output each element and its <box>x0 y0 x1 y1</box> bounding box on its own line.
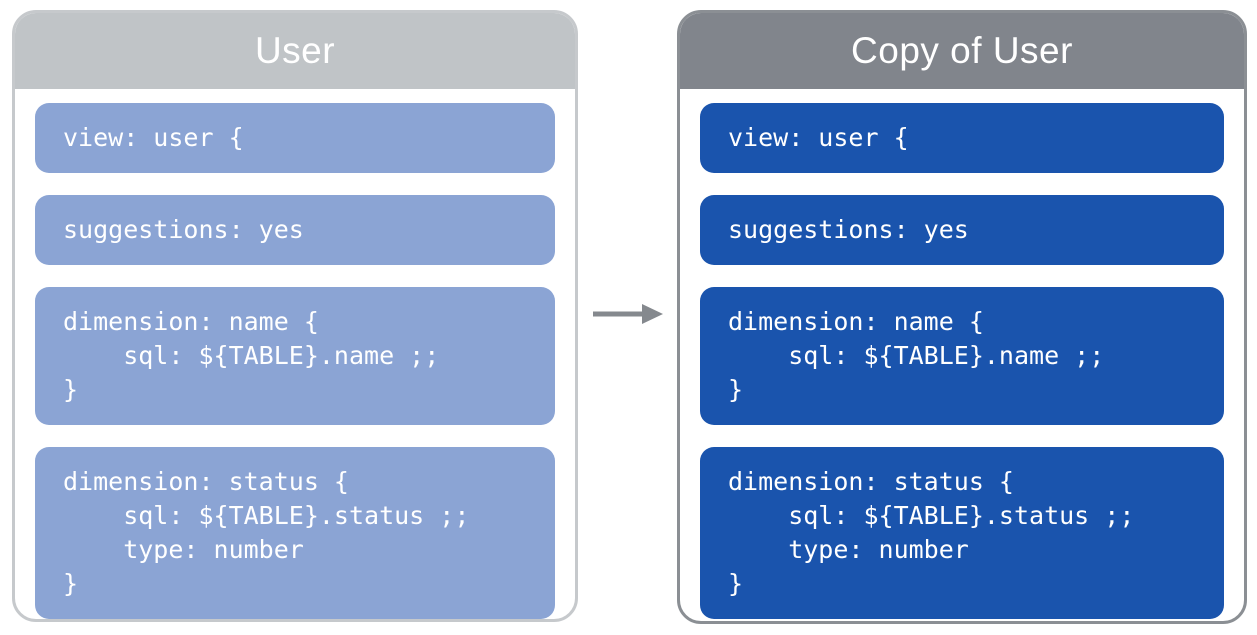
code-block-view-copy: view: user { <box>700 103 1224 173</box>
user-panel-body: view: user { suggestions: yes dimension:… <box>15 88 575 619</box>
copy-of-user-panel-body: view: user { suggestions: yes dimension:… <box>680 88 1244 619</box>
code-block-dimension-name: dimension: name { sql: ${TABLE}.name ;; … <box>35 287 555 425</box>
code-block-view: view: user { <box>35 103 555 173</box>
user-panel-header: User <box>15 13 575 89</box>
code-block-dimension-name-copy: dimension: name { sql: ${TABLE}.name ;; … <box>700 287 1224 425</box>
copy-of-user-panel-header: Copy of User <box>680 13 1244 89</box>
copy-of-user-panel-title: Copy of User <box>851 29 1073 71</box>
code-block-suggestions: suggestions: yes <box>35 195 555 265</box>
code-block-suggestions-copy: suggestions: yes <box>700 195 1224 265</box>
copy-arrow-icon <box>593 304 663 324</box>
copy-of-user-panel: Copy of User view: user { suggestions: y… <box>677 10 1247 624</box>
user-panel: User view: user { suggestions: yes dimen… <box>12 10 578 622</box>
code-block-dimension-status-copy: dimension: status { sql: ${TABLE}.status… <box>700 447 1224 619</box>
user-panel-title: User <box>254 29 336 71</box>
code-block-dimension-status: dimension: status { sql: ${TABLE}.status… <box>35 447 555 619</box>
